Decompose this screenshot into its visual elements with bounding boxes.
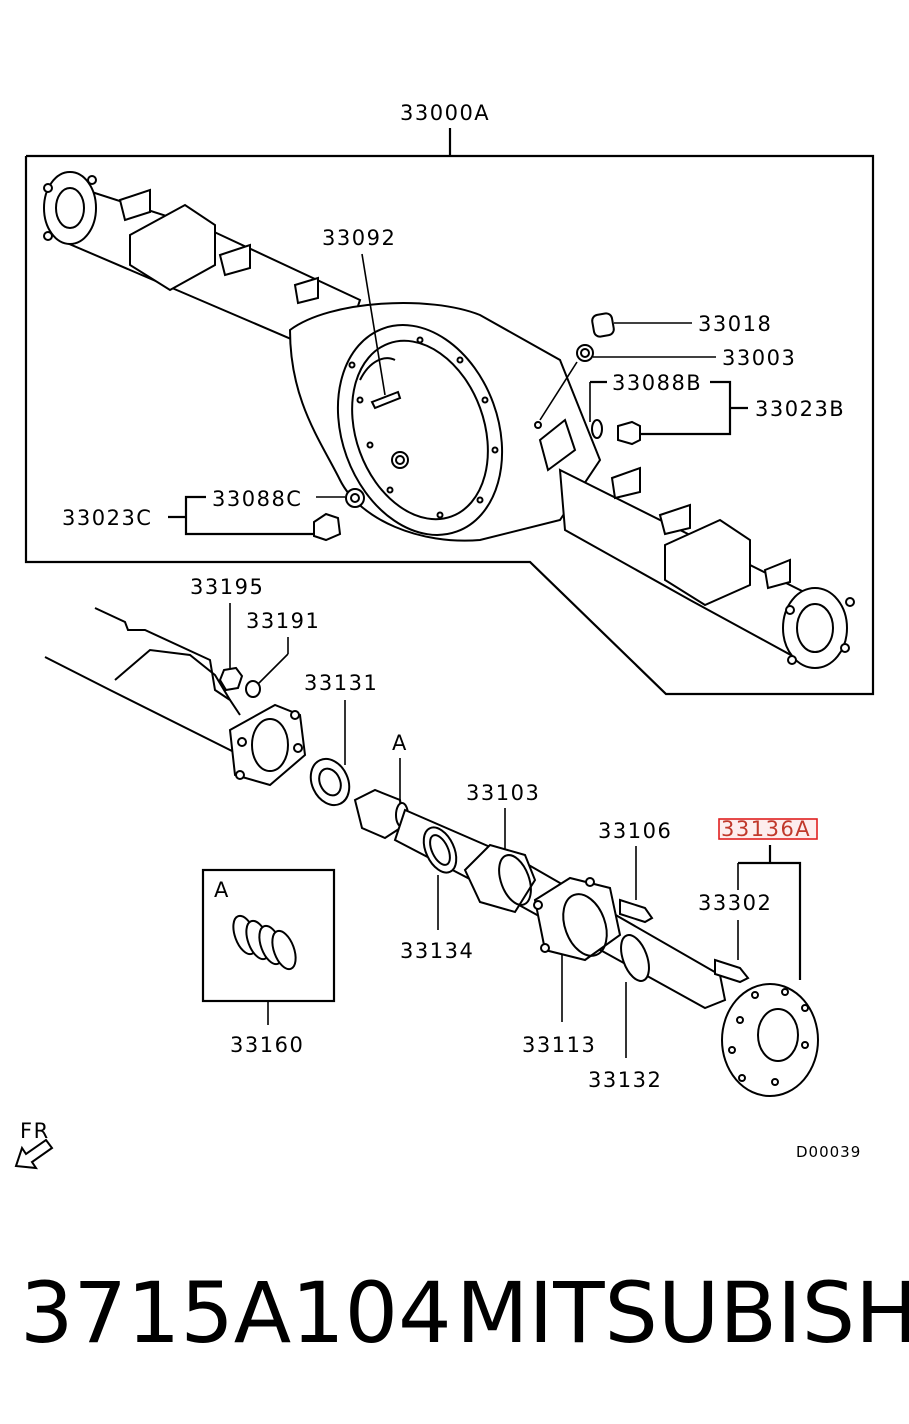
- label-33113: 33113: [522, 1033, 596, 1057]
- label-33103: 33103: [466, 781, 540, 805]
- label-33195: 33195: [190, 575, 264, 599]
- part-33132-ring: [620, 934, 650, 982]
- direction-label-FR: FR: [20, 1119, 50, 1143]
- assembly-frame: [24, 154, 875, 696]
- part-33131-seal: [309, 757, 351, 807]
- part-33134-ring: [422, 826, 458, 874]
- label-33003: 33003: [722, 346, 796, 370]
- label-A-callout: A: [392, 731, 408, 755]
- part-33003-plug: [576, 344, 594, 362]
- part-33136A-flange: [721, 983, 819, 1097]
- label-33023C: 33023C: [62, 506, 152, 530]
- label-33131: 33131: [304, 671, 378, 695]
- label-33088B: 33088B: [612, 371, 702, 395]
- label-33302: 33302: [698, 891, 772, 915]
- part-33195-nut: [218, 666, 244, 692]
- part-33023C-bolt: [313, 512, 342, 542]
- drawing-code: D00039: [796, 1143, 861, 1161]
- label-33092: 33092: [322, 226, 396, 250]
- label-33000A: 33000A: [400, 101, 490, 125]
- part-33018-cap: [591, 312, 615, 338]
- part-33023B-bolt: [617, 420, 641, 446]
- caption-part-number: 3715A104: [20, 1264, 452, 1362]
- axle-housing-drawing: [43, 171, 855, 669]
- part-33160-snap-rings: [232, 914, 297, 971]
- label-33088C: 33088C: [212, 487, 302, 511]
- detail-box-label: A: [214, 878, 230, 902]
- label-33191: 33191: [246, 609, 320, 633]
- caption-brand: MITSUBISHI: [456, 1264, 909, 1362]
- label-33132: 33132: [588, 1068, 662, 1092]
- label-33106: 33106: [598, 819, 672, 843]
- axle-end-drawing: [44, 607, 307, 787]
- part-33088B-washer: [591, 419, 603, 439]
- label-33136A: 33136A: [721, 817, 811, 841]
- highlight-33136A: [718, 818, 818, 840]
- part-33088C-washer: [345, 488, 365, 508]
- direction-arrow-icon: [14, 1138, 54, 1170]
- label-33134: 33134: [400, 939, 474, 963]
- part-33191-washer: [245, 680, 261, 698]
- part-33302-bolt: [714, 958, 750, 984]
- label-33018: 33018: [698, 312, 772, 336]
- label-33023B: 33023B: [755, 397, 845, 421]
- label-33160: 33160: [230, 1033, 304, 1057]
- part-33106-bolt: [619, 898, 654, 924]
